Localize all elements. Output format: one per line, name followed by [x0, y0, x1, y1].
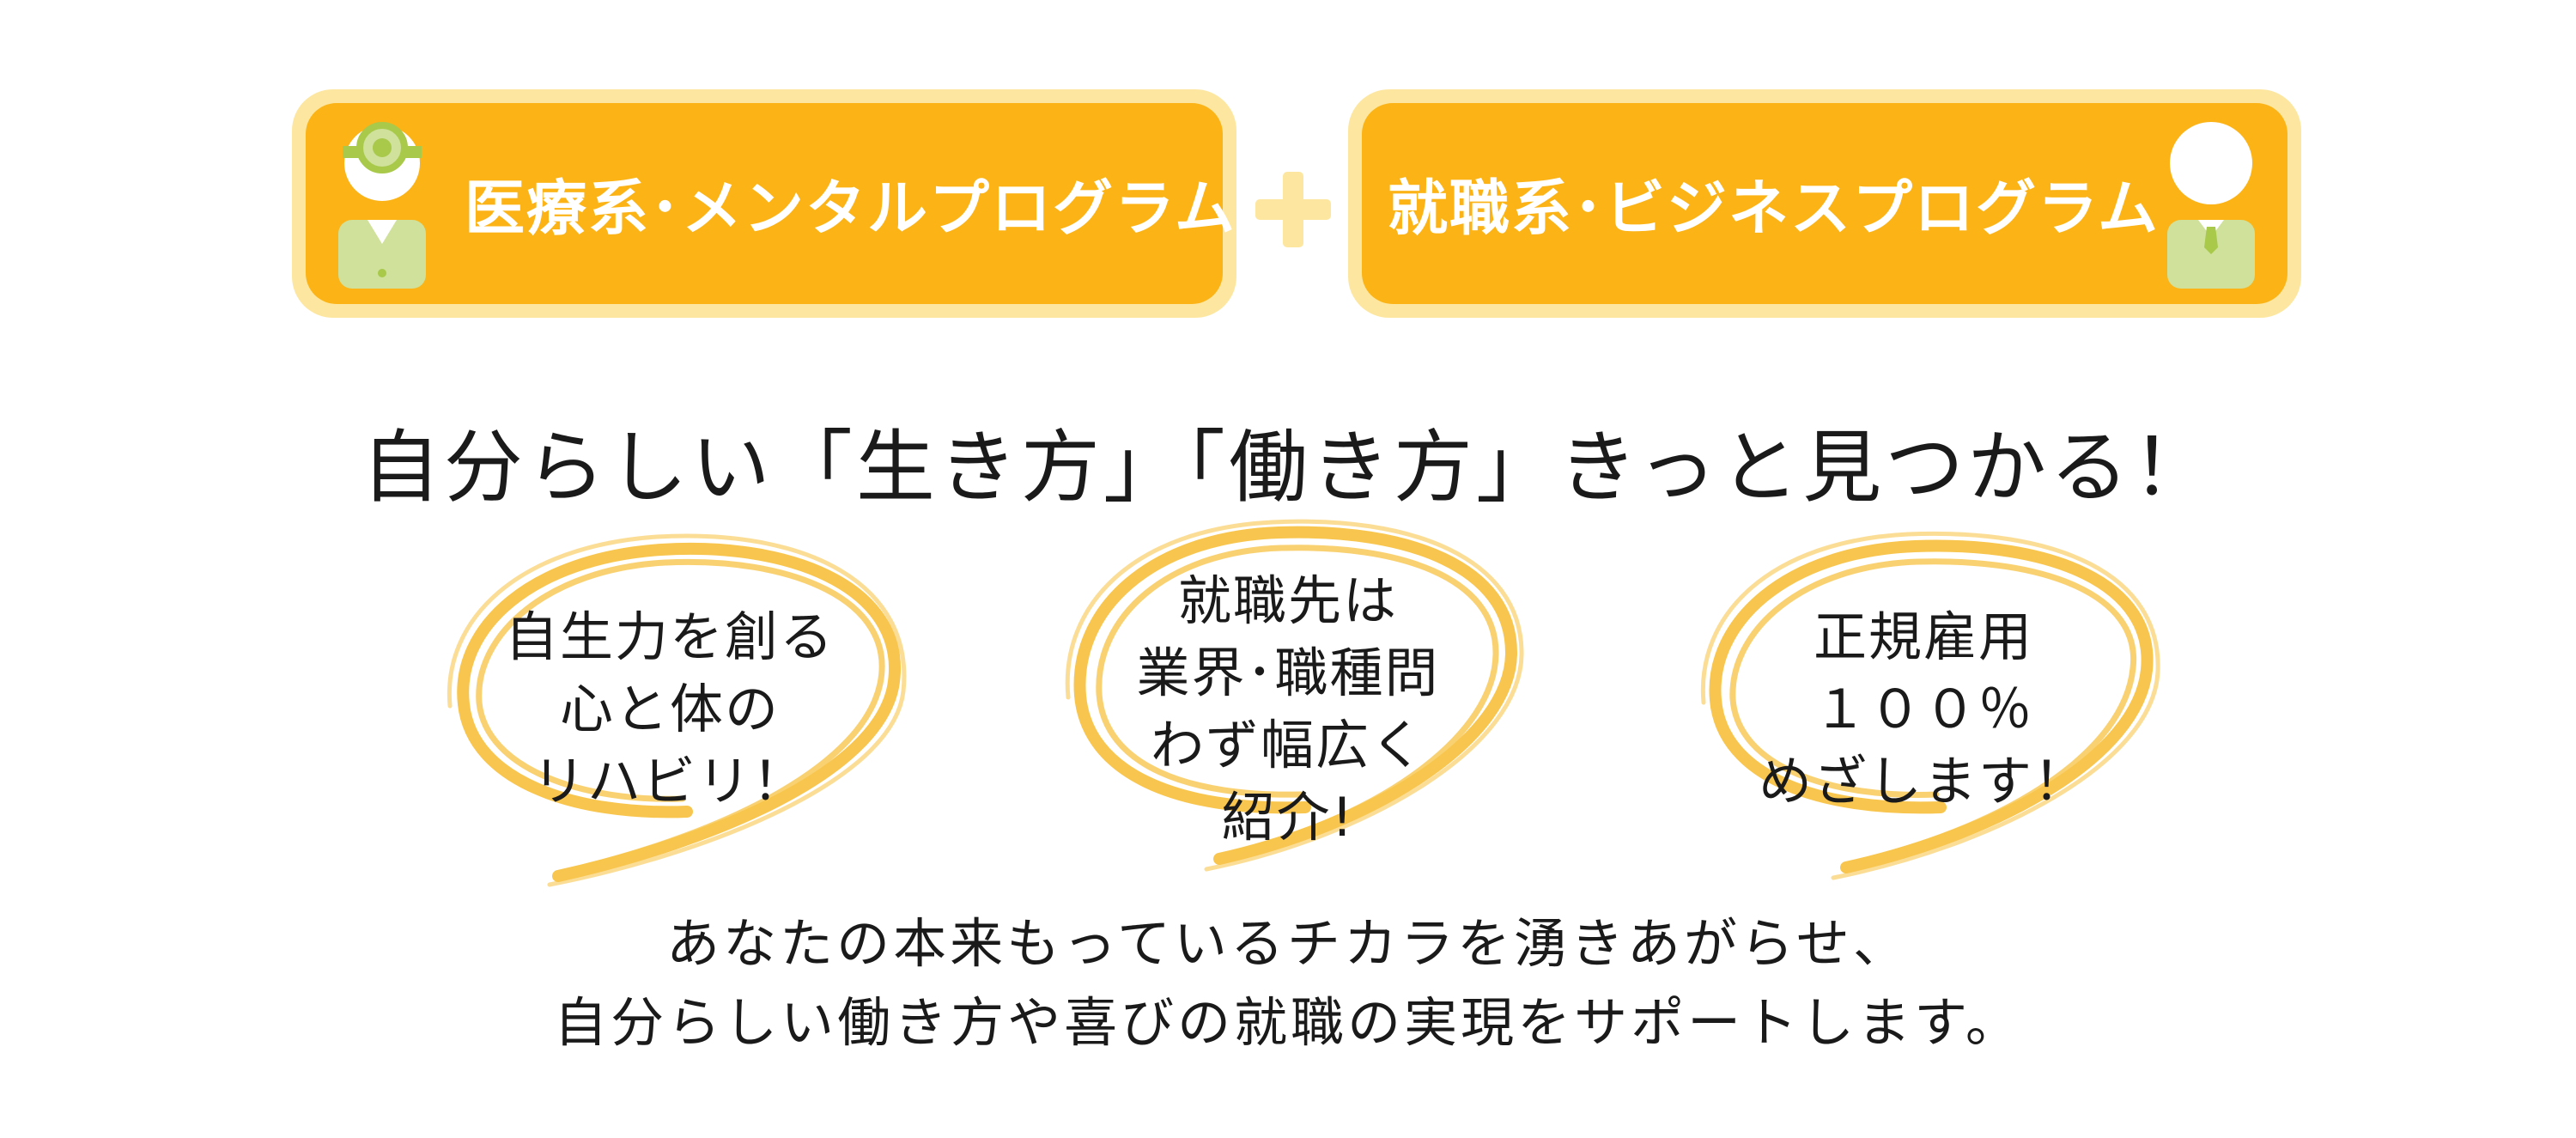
feature-line: リハビリ！: [532, 750, 807, 812]
feature-line: 就職先は: [1177, 569, 1398, 632]
feature-line: わず幅広く: [1150, 714, 1425, 776]
plus-icon: [1255, 172, 1331, 247]
feature-circle-rehabilitation: 自生力を創る 心と体の リハビリ！: [429, 515, 910, 893]
medical-mental-program-label: 医療系･メンタルプログラム: [465, 173, 1236, 244]
feature-text-job-placement: 就職先は 業界･職種問 わず幅広く 紹介!: [1048, 565, 1528, 854]
feature-line: 正規雇用: [1813, 606, 2033, 668]
feature-line: 紹介!: [1221, 786, 1355, 849]
feature-text-rehabilitation: 自生力を創る 心と体の リハビリ！: [429, 601, 910, 818]
feature-line: めざします！: [1758, 750, 2088, 812]
businessperson-icon: [2167, 122, 2255, 289]
feature-line: 心と体の: [559, 678, 780, 740]
business-program-inner: 就職系･ビジネスプログラム: [1362, 103, 2287, 304]
feature-line: 業界･職種問: [1136, 642, 1440, 704]
feature-circle-regular-employment: 正規雇用 １００％ めざします！: [1683, 515, 2164, 893]
scribble-circle-decoration: [447, 533, 907, 887]
doctor-icon: [338, 122, 426, 289]
scribble-circle-decoration: [1065, 519, 1524, 872]
feature-line: 自生力を創る: [504, 606, 835, 668]
scribble-circle-decoration: [1700, 531, 2160, 880]
headline: 自分らしい「生き方」「働き方」きっと見つかる！: [361, 422, 2215, 514]
closing-line-2: 自分らしい働き方や喜びの就職の実現をサポートします。: [554, 991, 2022, 1054]
feature-line: １００％: [1813, 678, 2033, 740]
closing-line-1: あなたの本来もっているチカラを湧きあがらせ、: [666, 912, 1910, 975]
feature-text-regular-employment: 正規雇用 １００％ めざします！: [1683, 601, 2164, 818]
medical-mental-program-inner: 医療系･メンタルプログラム: [306, 103, 1235, 304]
feature-circle-job-placement: 就職先は 業界･職種問 わず幅広く 紹介!: [1048, 515, 1528, 893]
medical-mental-program-box: 医療系･メンタルプログラム: [292, 89, 1236, 318]
business-program-box: 就職系･ビジネスプログラム: [1348, 89, 2301, 318]
business-program-label: 就職系･ビジネスプログラム: [1388, 173, 2160, 244]
